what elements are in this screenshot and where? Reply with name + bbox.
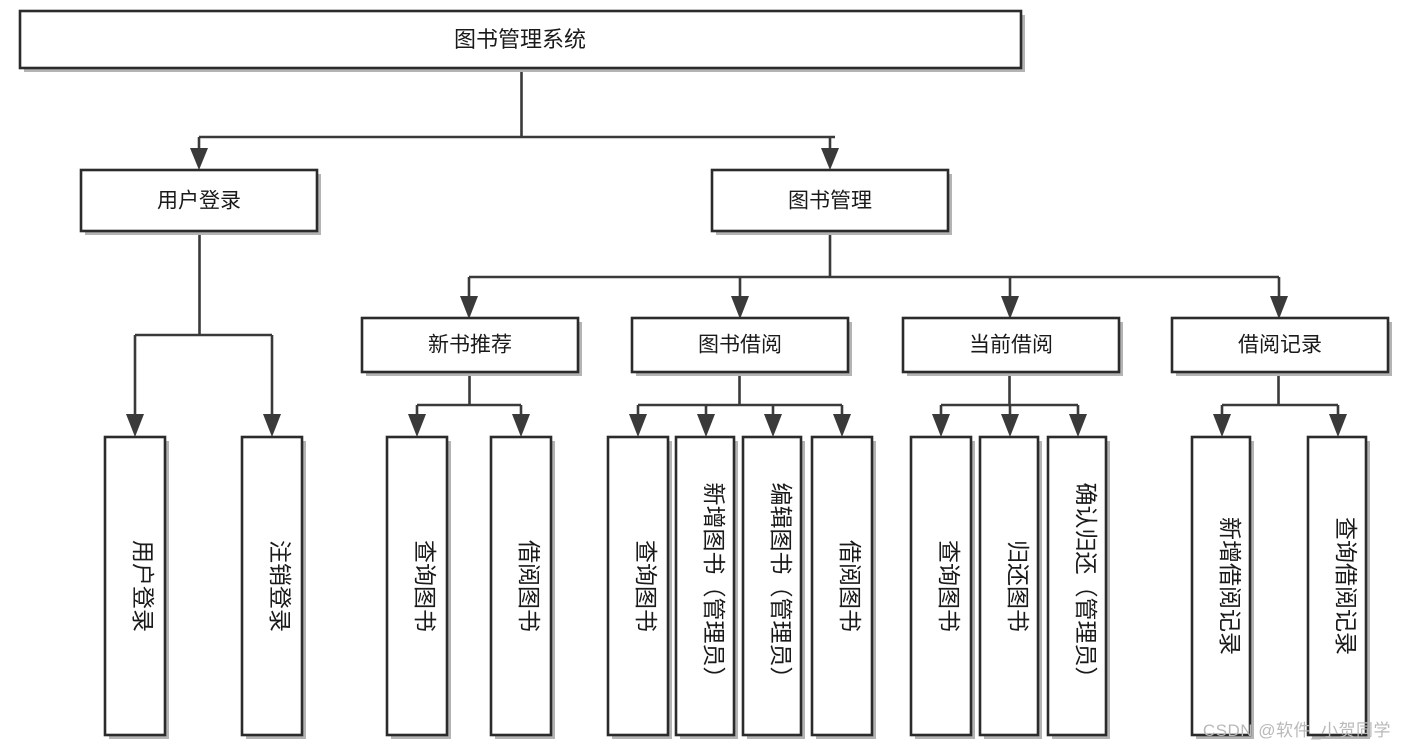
leaf-add-borrow-record-label: 新增借阅记录	[1217, 517, 1243, 655]
arrow-to-leaf-borrow-book-1	[512, 414, 530, 437]
leaf-edit-book-admin-box[interactable]	[741, 435, 803, 737]
leaf-add-borrow-record[interactable]: 新增借阅记录	[1190, 435, 1254, 739]
arrow-to-leaf-logout-login	[263, 414, 281, 437]
node-new-book-recommend[interactable]: 新书推荐	[360, 316, 582, 376]
leaf-query-book-2[interactable]: 查询图书	[606, 435, 672, 739]
arrow-to-leaf-query-borrow-record	[1329, 414, 1347, 437]
leaf-confirm-return-admin-box[interactable]	[1046, 435, 1108, 737]
leaf-logout-login[interactable]: 注销登录	[240, 435, 306, 739]
arrow-to-leaf-query-book-2	[629, 414, 647, 437]
leaf-return-book-label: 归还图书	[1005, 540, 1031, 632]
arrow-to-leaf-return-book	[1001, 414, 1019, 437]
node-borrow-record-box[interactable]	[1170, 316, 1390, 374]
leaf-borrow-book-1[interactable]: 借阅图书	[489, 435, 555, 739]
leaf-borrow-book-1-label: 借阅图书	[516, 540, 542, 632]
arrow-to-leaf-query-book-3	[932, 414, 950, 437]
node-root-box[interactable]	[18, 9, 1023, 70]
leaf-query-book-3[interactable]: 查询图书	[909, 435, 975, 739]
leaf-user-login-label: 用户登录	[130, 540, 156, 632]
arrow-to-user-login	[190, 148, 208, 170]
arrow-to-leaf-add-book-admin	[697, 414, 715, 437]
node-new-book-recommend-box[interactable]	[360, 316, 580, 374]
arrow-to-book-borrow	[731, 296, 749, 319]
leaf-query-book-1[interactable]: 查询图书	[385, 435, 451, 739]
arrow-to-borrow-record	[1270, 296, 1288, 319]
node-user-login-box[interactable]	[79, 168, 319, 233]
arrow-to-leaf-borrow-book-2	[833, 414, 851, 437]
node-user-login-label: 用户登录	[157, 190, 241, 213]
arrow-to-leaf-user-login	[126, 414, 144, 437]
leaf-borrow-book-2-label: 借阅图书	[837, 540, 863, 632]
leaf-edit-book-admin-label: 编辑图书（管理员）	[768, 483, 794, 690]
node-new-book-recommend-label: 新书推荐	[428, 334, 512, 357]
leaf-logout-login-box[interactable]	[240, 435, 304, 737]
leaf-borrow-book-1-box[interactable]	[489, 435, 553, 737]
arrow-to-leaf-confirm-return-admin	[1069, 414, 1087, 437]
leaf-add-book-admin[interactable]: 新增图书（管理员）	[674, 435, 738, 739]
node-borrow-record-label: 借阅记录	[1238, 334, 1322, 357]
leaf-query-book-3-label: 查询图书	[936, 540, 962, 632]
leaf-query-book-2-box[interactable]	[606, 435, 670, 737]
leaf-query-book-2-label: 查询图书	[633, 540, 659, 632]
leaf-add-book-admin-label: 新增图书（管理员）	[701, 483, 727, 690]
arrow-to-book-manage	[821, 148, 839, 170]
leaf-confirm-return-admin[interactable]: 确认归还（管理员）	[1046, 435, 1110, 739]
node-root[interactable]: 图书管理系统	[18, 9, 1025, 72]
leaf-query-book-1-label: 查询图书	[412, 540, 438, 632]
leaf-query-borrow-record-box[interactable]	[1306, 435, 1368, 737]
node-user-login[interactable]: 用户登录	[79, 168, 321, 235]
node-root-label: 图书管理系统	[454, 27, 586, 52]
node-current-borrow[interactable]: 当前借阅	[901, 316, 1123, 376]
node-book-manage-label: 图书管理	[788, 190, 872, 213]
leaf-user-login-box[interactable]	[103, 435, 167, 737]
leaf-query-book-3-box[interactable]	[909, 435, 973, 737]
leaf-query-borrow-record-label: 查询借阅记录	[1333, 517, 1359, 655]
node-book-borrow-label: 图书借阅	[698, 334, 782, 357]
node-book-manage[interactable]: 图书管理	[710, 168, 952, 235]
node-current-borrow-box[interactable]	[901, 316, 1121, 374]
leaf-return-book[interactable]: 归还图书	[978, 435, 1042, 739]
node-borrow-record[interactable]: 借阅记录	[1170, 316, 1392, 376]
connector-layer	[126, 69, 1347, 437]
arrow-to-new-book-recommend	[460, 296, 478, 319]
leaf-query-book-1-box[interactable]	[385, 435, 449, 737]
node-book-manage-box[interactable]	[710, 168, 950, 233]
leaf-user-login[interactable]: 用户登录	[103, 435, 169, 739]
leaf-add-book-admin-box[interactable]	[674, 435, 736, 737]
node-book-borrow[interactable]: 图书借阅	[630, 316, 852, 376]
leaf-borrow-book-2[interactable]: 借阅图书	[810, 435, 876, 739]
leaf-add-borrow-record-box[interactable]	[1190, 435, 1252, 737]
leaf-confirm-return-admin-label: 确认归还（管理员）	[1073, 483, 1099, 690]
leaf-return-book-box[interactable]	[978, 435, 1040, 737]
leaf-borrow-book-2-box[interactable]	[810, 435, 874, 737]
arrow-to-leaf-edit-book-admin	[764, 414, 782, 437]
leaf-edit-book-admin[interactable]: 编辑图书（管理员）	[741, 435, 805, 739]
node-current-borrow-label: 当前借阅	[969, 334, 1053, 357]
leaf-query-borrow-record[interactable]: 查询借阅记录	[1306, 435, 1370, 739]
arrow-to-leaf-add-borrow-record	[1213, 414, 1231, 437]
arrow-to-current-borrow	[1001, 296, 1019, 319]
leaf-logout-login-label: 注销登录	[267, 540, 293, 632]
arrow-to-leaf-query-book-1	[408, 414, 426, 437]
node-book-borrow-box[interactable]	[630, 316, 850, 374]
